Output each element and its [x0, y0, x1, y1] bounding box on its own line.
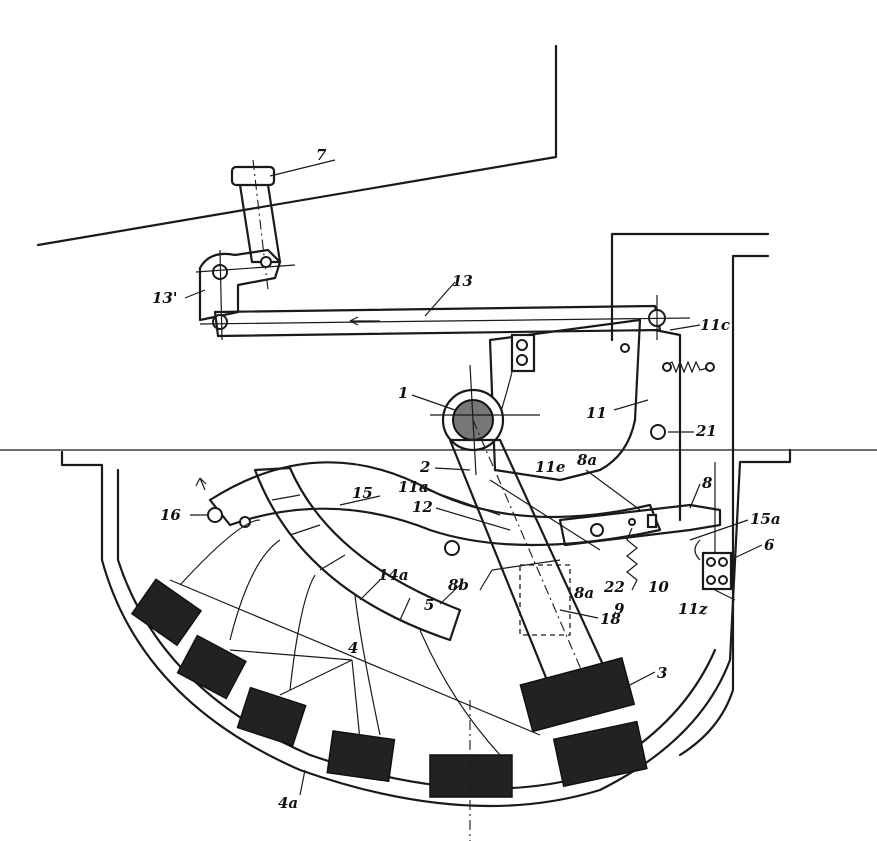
- label-8a-mid: 8a: [574, 584, 594, 602]
- shaft-1: [430, 364, 540, 476]
- label-10: 10: [648, 578, 669, 596]
- right-housing: [610, 232, 770, 757]
- label-9: 9: [614, 600, 625, 618]
- label-11a: 11a: [398, 478, 429, 496]
- upper-housing: [36, 44, 558, 247]
- label-13p: 13': [152, 289, 177, 307]
- label-15: 15: [352, 484, 373, 502]
- label-22: 22: [603, 578, 625, 596]
- label-15a: 15a: [750, 510, 781, 528]
- label-1: 1: [398, 384, 408, 402]
- label-11z: 11z: [678, 600, 708, 618]
- label-8a-top: 8a: [577, 451, 597, 469]
- label-11c: 11c: [700, 316, 730, 334]
- label-13: 13: [452, 272, 473, 290]
- label-11: 11: [586, 404, 607, 422]
- label-7: 7: [316, 146, 327, 164]
- label-4a: 4a: [278, 794, 298, 812]
- label-11e: 11e: [535, 458, 565, 476]
- label-21: 21: [695, 422, 717, 440]
- label-14a: 14a: [378, 566, 409, 584]
- labels: 1 2 3 4 4a 5 6 7 8 8a 8a 8b 9 10 11 11a …: [152, 146, 781, 812]
- link-rod-13: [199, 295, 691, 340]
- label-6: 6: [764, 536, 775, 554]
- label-12: 12: [412, 498, 433, 516]
- label-8b: 8b: [448, 576, 469, 594]
- label-5: 5: [424, 596, 434, 614]
- leader-lines: [184, 159, 763, 796]
- terminal-6: [694, 539, 733, 591]
- lower-casing: [60, 448, 792, 808]
- label-4: 4: [348, 639, 358, 657]
- segment-arc-5: [253, 466, 462, 642]
- bell-crank-13p: [195, 248, 296, 341]
- handle-7: [230, 159, 282, 291]
- label-16: 16: [160, 506, 181, 524]
- label-8: 8: [702, 474, 713, 492]
- label-2: 2: [419, 458, 430, 476]
- armature-8: [479, 479, 722, 591]
- label-18: 18: [600, 610, 621, 628]
- coils-4: [130, 519, 648, 798]
- label-3: 3: [657, 664, 667, 682]
- lever-11: [488, 318, 715, 522]
